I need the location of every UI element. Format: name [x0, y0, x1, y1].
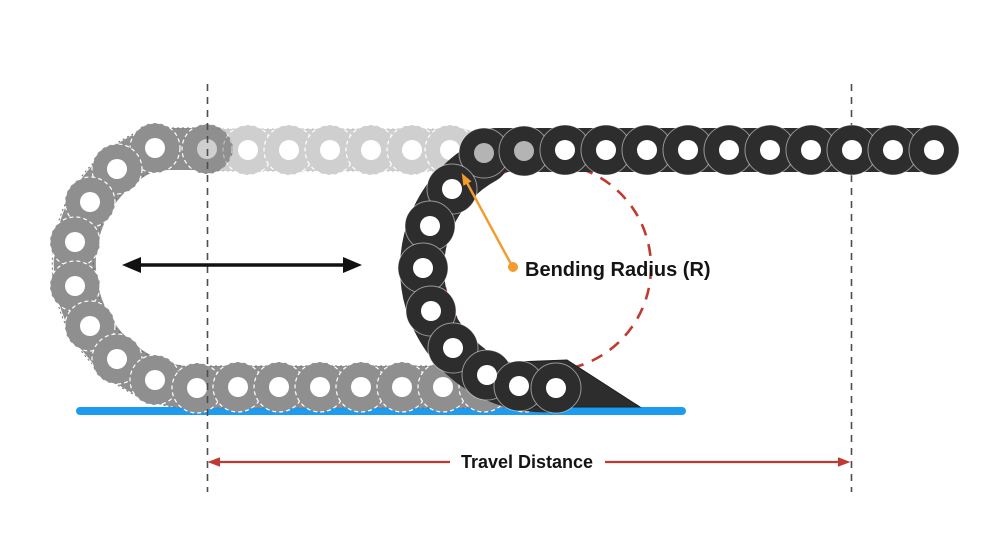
chain-link — [263, 124, 315, 176]
chain-link-hole — [413, 258, 433, 278]
chain-link-hole — [351, 377, 371, 397]
ghost-chain-top-run-faded — [191, 124, 483, 176]
bending-radius-label: Bending Radius (R) — [525, 259, 711, 281]
chain-link-hole — [107, 349, 127, 369]
chain-link-hole — [65, 232, 85, 252]
chain-link — [304, 124, 356, 176]
chain-link-hole — [145, 370, 165, 390]
chain-link-hole — [637, 140, 657, 160]
chain-link-hole — [433, 377, 453, 397]
dimension-arrowhead-left — [207, 457, 220, 467]
chain-link-hole — [842, 140, 862, 160]
chain-link-hole — [187, 378, 207, 398]
chain-link-hole — [392, 377, 412, 397]
pointer-arrowhead — [461, 173, 472, 186]
chain-link-hole — [238, 140, 258, 160]
energy-chain-links — [397, 124, 960, 414]
chain-link-hole — [420, 216, 440, 236]
chain-link — [345, 124, 397, 176]
chain-link-hole — [440, 140, 460, 160]
travel-distance-dimension — [207, 457, 851, 467]
chain-link-hole — [80, 192, 100, 212]
chain-link-hole — [65, 276, 85, 296]
chain-link — [386, 124, 438, 176]
chain-link-hole — [361, 140, 381, 160]
energy-chain — [397, 124, 960, 414]
pointer-dot — [508, 262, 518, 272]
chain-link-hole — [443, 338, 463, 358]
dimension-arrowhead-right — [838, 457, 851, 467]
chain-link — [222, 124, 274, 176]
chain-link-hole — [80, 316, 100, 336]
chain-link-hole — [269, 377, 289, 397]
chain-link-hole — [228, 377, 248, 397]
chain-link-hole — [678, 140, 698, 160]
chain-link-hole — [107, 159, 127, 179]
motion-arrowhead-right — [343, 257, 362, 273]
chain-link-hole — [760, 140, 780, 160]
chain-link-hole — [421, 301, 441, 321]
travel-distance-label: Travel Distance — [461, 452, 593, 472]
chain-link-hole — [596, 140, 616, 160]
chain-link-hole — [310, 377, 330, 397]
chain-link-hole — [402, 140, 422, 160]
chain-link-hole — [555, 140, 575, 160]
chain-link-hole — [509, 376, 529, 396]
chain-link-hole — [279, 140, 299, 160]
chain-link-hole — [145, 138, 165, 158]
chain-link-hole — [883, 140, 903, 160]
motion-arrow — [122, 257, 362, 273]
chain-link-hole — [442, 179, 462, 199]
chain-link-hole — [514, 141, 534, 161]
chain-link-hole — [320, 140, 340, 160]
chain-link-hole — [924, 140, 944, 160]
chain-link-hole — [546, 378, 566, 398]
chain-link-hole — [477, 365, 497, 385]
bending-radius-pointer — [461, 173, 518, 272]
chain-link-hole — [801, 140, 821, 160]
chain-link-hole — [719, 140, 739, 160]
motion-arrowhead-left — [122, 257, 141, 273]
chain-link-hole — [474, 143, 494, 163]
